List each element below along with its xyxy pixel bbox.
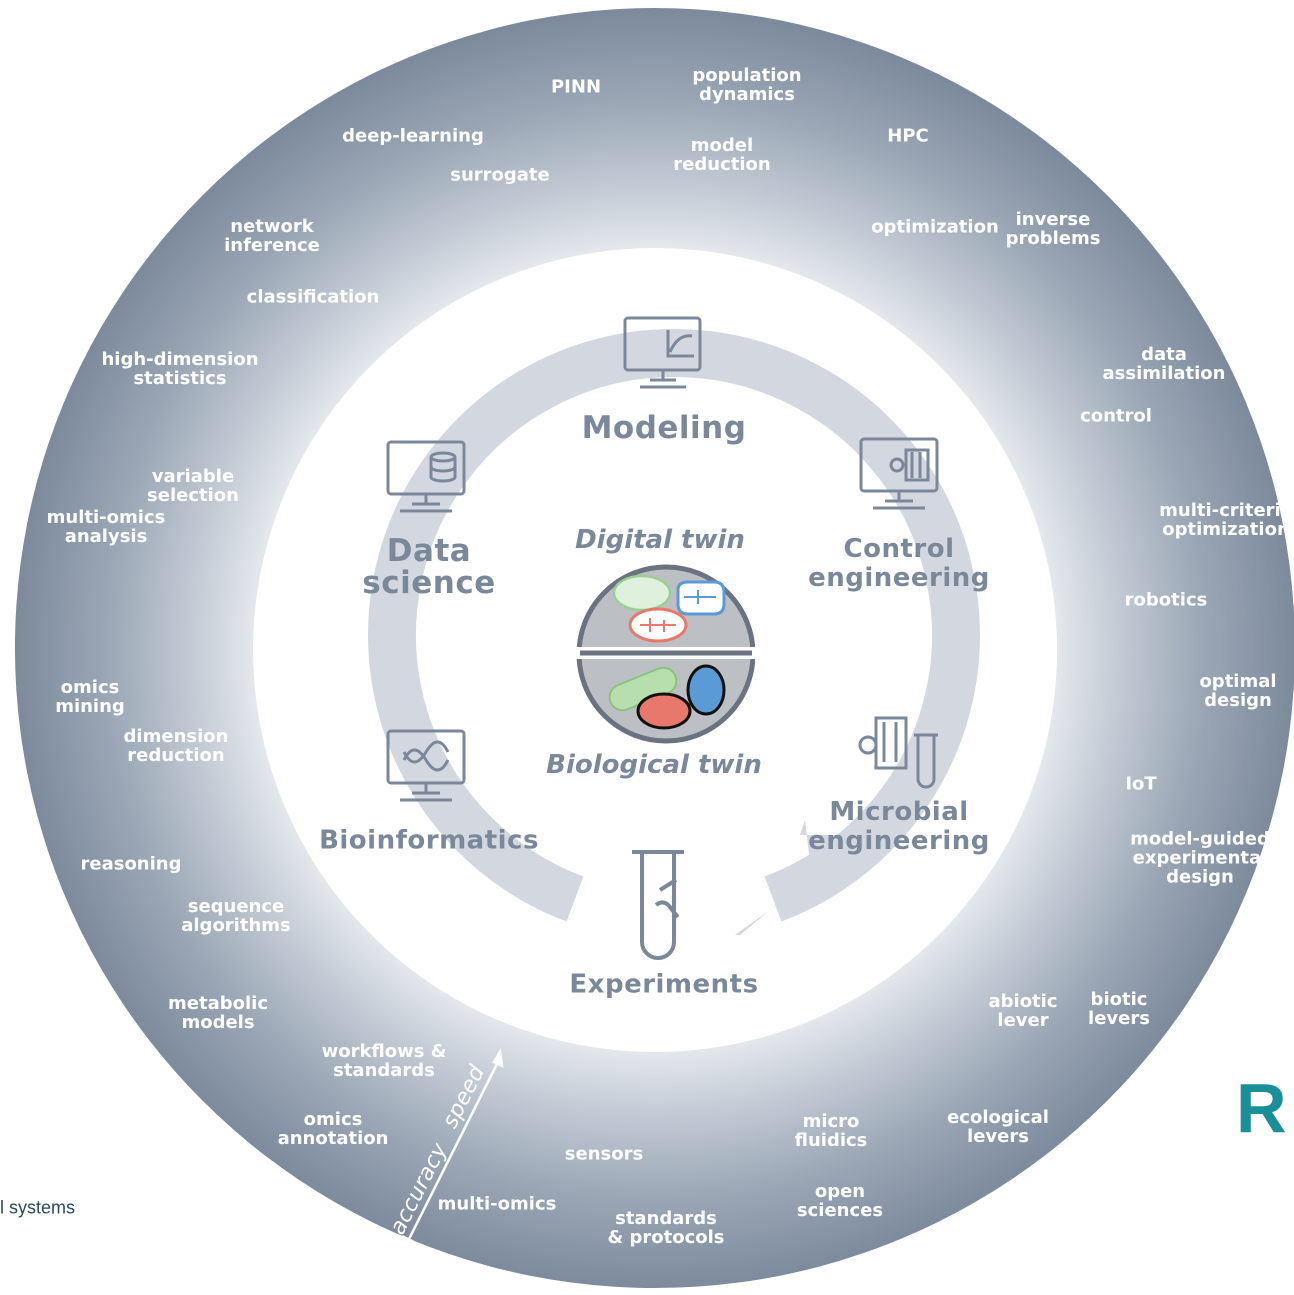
stage-microbial-engineering: Microbial engineering (808, 797, 990, 856)
keyword-data-assimilation: data assimilation (1102, 344, 1226, 384)
keyword-reasoning: reasoning (80, 853, 182, 875)
keyword-optimization: optimization (871, 216, 999, 238)
cropped-edge-text-right: R (1236, 1069, 1287, 1147)
accuracy-speed-axis (402, 1048, 504, 1255)
digital-twin-label: Digital twin (575, 525, 745, 555)
keyword-inverse-problems: inverse problems (1005, 209, 1101, 249)
keyword-dimension-reduction: dimension reduction (123, 726, 229, 766)
biological-twin-label: Biological twin (546, 750, 762, 780)
stage-modeling: Modeling (581, 410, 747, 446)
keyword-high-dimension-statistics: high-dimension statistics (101, 349, 259, 389)
keyword-open-sciences: open sciences (796, 1181, 884, 1221)
monitor-function-gear-slider-icon (859, 437, 939, 510)
cropped-edge-text-left: l systems (0, 1197, 76, 1218)
keyword-classification: classification (246, 286, 380, 308)
keyword-variable-selection: variable selection (147, 466, 239, 506)
keyword-network-inference: network inference (224, 216, 320, 256)
twin-capsule (576, 564, 755, 744)
keyword-ecological-levers: ecological levers (947, 1107, 1049, 1147)
keyword-deep-learning: deep-learning (342, 125, 484, 147)
monitor-function-graph-icon (623, 316, 702, 389)
keyword-abiotic-lever: abiotic lever (988, 991, 1058, 1031)
keyword-workflows-standards: workflows & standards (321, 1041, 447, 1081)
stage-control-engineering: Control engineering (808, 534, 990, 593)
monitor-dna-icon (386, 729, 466, 802)
stage-data-science: Data science (362, 533, 496, 601)
outer-ring (14, 8, 1294, 1288)
keyword-multi-criteria-optimization: multi-criteria optimization (1159, 500, 1293, 540)
cycle-arrow (368, 329, 980, 935)
keyword-micro-fluidics: micro fluidics (794, 1111, 868, 1151)
test-tube-bacteria-icon (632, 850, 684, 960)
keyword-optimal-design: optimal design (1199, 671, 1277, 711)
keyword-hpc: HPC (887, 125, 929, 147)
keyword-pinn: PINN (550, 76, 602, 98)
keyword-population-dynamics: population dynamics (692, 65, 802, 105)
keyword-control: control (1080, 405, 1152, 427)
keyword-omics-annotation: omics annotation (277, 1109, 389, 1149)
keyword-biotic-levers: biotic levers (1088, 989, 1150, 1029)
keyword-multi-omics: multi-omics (437, 1193, 557, 1215)
gear-slider-test-tube-icon (858, 716, 938, 789)
keyword-model-guided-experimental-design: model-guided experimental design (1130, 828, 1270, 888)
stage-experiments: Experiments (569, 969, 759, 1000)
stage-bioinformatics: Bioinformatics (319, 825, 539, 856)
keyword-sequence-algorithms: sequence algorithms (181, 896, 291, 936)
keyword-metabolic-models: metabolic models (168, 993, 268, 1033)
keyword-sensors: sensors (564, 1143, 644, 1165)
keyword-iot: IoT (1125, 773, 1157, 795)
keyword-model-reduction: model reduction (673, 135, 771, 175)
keyword-standards-protocols: standards & protocols (607, 1208, 725, 1248)
keyword-surrogate: surrogate (450, 164, 550, 186)
keyword-multi-omics-analysis: multi-omics analysis (46, 507, 166, 547)
keyword-robotics: robotics (1124, 589, 1208, 611)
keyword-omics-mining: omics mining (55, 677, 125, 717)
monitor-function-database-icon (386, 440, 466, 513)
